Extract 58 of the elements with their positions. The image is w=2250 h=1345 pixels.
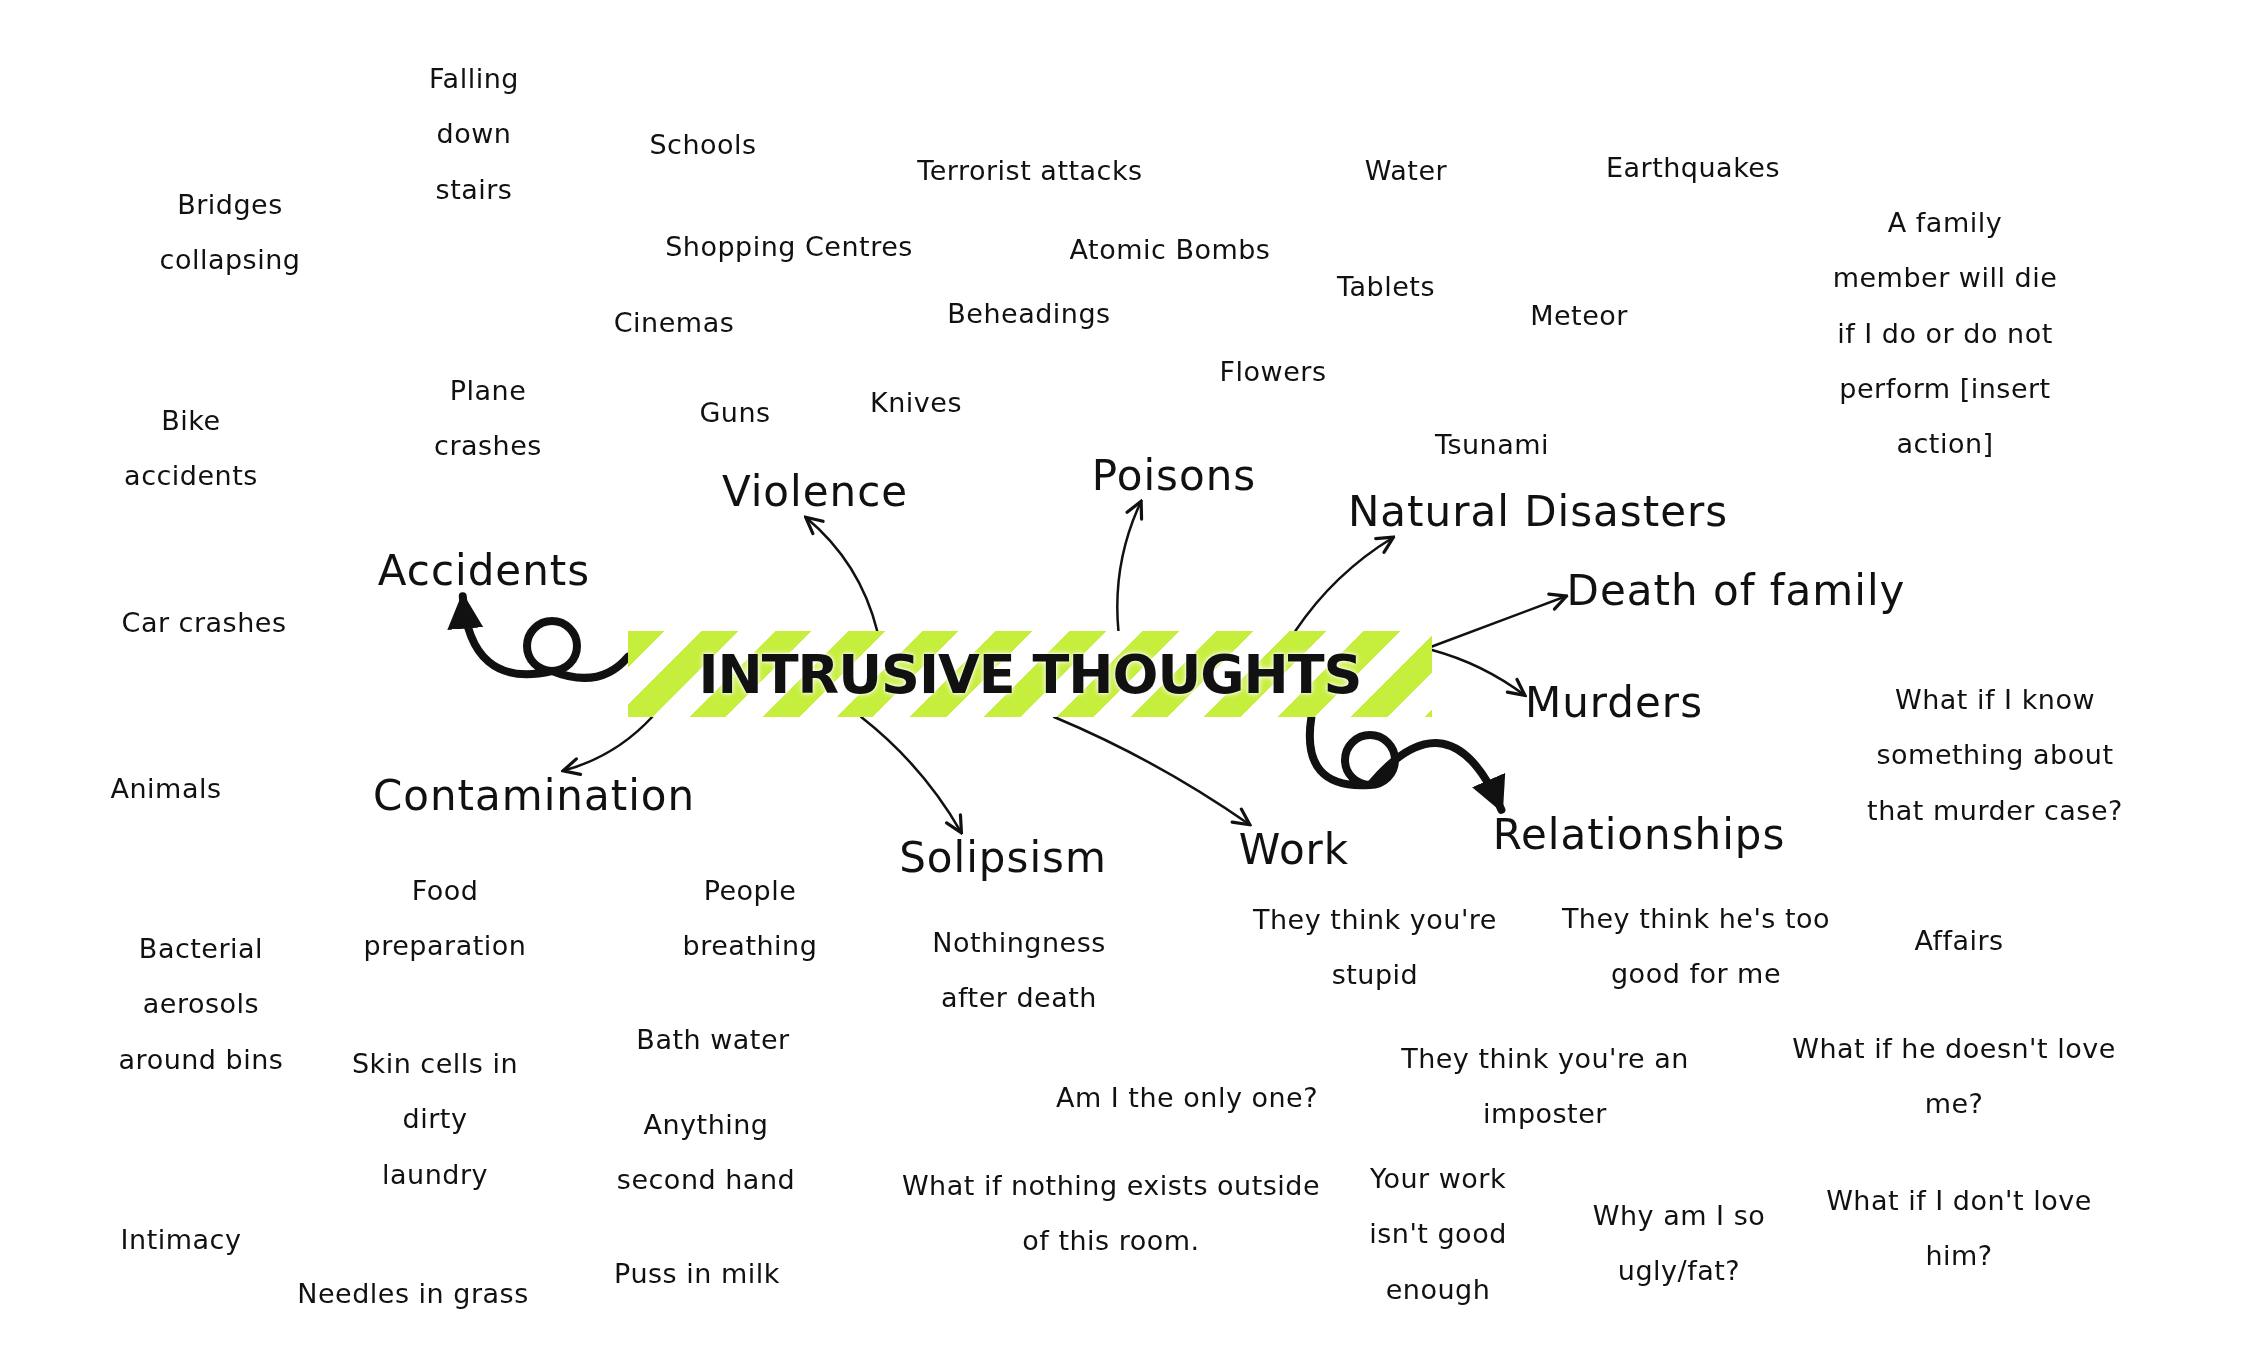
arrow: [1052, 715, 1252, 827]
thought-label: Guns: [699, 396, 771, 431]
thought-label: What if I know something about that murder case?: [1866, 683, 2124, 828]
category-heading: Natural Disasters: [1347, 486, 1729, 538]
thought-label: Bath water: [636, 1023, 790, 1058]
thought-label: Terrorist attacks: [917, 154, 1143, 189]
arrow: [859, 715, 964, 835]
thought-label: A family member will die if I do or do not perform [insert action]: [1831, 205, 2059, 461]
thought-label: Beheadings: [947, 297, 1111, 332]
category-heading: Murders: [1525, 677, 1703, 729]
category-heading: Poisons: [1091, 450, 1257, 502]
thought-label: Meteor: [1530, 299, 1628, 334]
thought-label: Skin cells in dirty laundry: [350, 1047, 520, 1192]
thought-label: Needles in grass: [297, 1277, 529, 1312]
thought-label: Anything second hand: [615, 1107, 797, 1197]
arrow: [561, 715, 654, 776]
arrow: [1294, 535, 1396, 633]
thought-label: Plane crashes: [433, 373, 543, 463]
thought-label: Knives: [870, 386, 962, 421]
thought-label: Bike accidents: [123, 403, 259, 493]
thought-label: Am I the only one?: [1055, 1081, 1319, 1116]
thought-label: Your work isn't good enough: [1368, 1162, 1508, 1307]
thought-label: People breathing: [681, 873, 819, 963]
thought-label: Cinemas: [613, 306, 735, 341]
thought-label: Tsunami: [1434, 428, 1550, 463]
thought-label: Shopping Centres: [665, 230, 913, 265]
thought-label: Bacterial aerosols around bins: [117, 932, 285, 1077]
thought-label: Atomic Bombs: [1069, 233, 1271, 268]
thought-label: Bridges collapsing: [158, 187, 302, 277]
thought-label: Schools: [649, 128, 757, 163]
thought-label: Earthquakes: [1605, 151, 1781, 186]
category-heading: Work: [1238, 824, 1350, 876]
thought-label: Intimacy: [120, 1223, 242, 1258]
thought-label: Falling down stairs: [428, 62, 520, 207]
thought-label: They think you're stupid: [1252, 902, 1498, 992]
thought-label: What if I don't love him?: [1825, 1183, 2093, 1273]
category-heading: Accidents: [377, 545, 591, 597]
thought-label: What if he doesn't love me?: [1791, 1031, 2117, 1121]
arrow: [804, 515, 879, 633]
thought-label: Why am I so ugly/fat?: [1591, 1198, 1767, 1288]
category-heading: Contamination: [372, 770, 696, 822]
thought-label: Water: [1364, 154, 1448, 189]
thought-label: They think he's too good for me: [1560, 901, 1832, 991]
thought-label: Flowers: [1219, 355, 1327, 390]
category-heading: Death of family: [1566, 565, 1906, 617]
arrow: [1116, 499, 1144, 633]
thought-label: Affairs: [1914, 924, 2004, 959]
category-heading: Solipsism: [899, 832, 1107, 884]
thought-label: What if nothing exists outside of this room.: [901, 1168, 1321, 1258]
category-heading: Relationships: [1492, 809, 1786, 861]
thought-label: Nothingness after death: [931, 925, 1107, 1015]
thought-label: Puss in milk: [614, 1257, 780, 1292]
thought-label: Food preparation: [362, 873, 528, 963]
thought-label: Tablets: [1337, 270, 1435, 305]
thought-label: They think you're an imposter: [1400, 1041, 1690, 1131]
thought-label: Car crashes: [121, 606, 287, 641]
category-heading: Violence: [721, 466, 909, 518]
thought-label: Animals: [110, 772, 222, 807]
